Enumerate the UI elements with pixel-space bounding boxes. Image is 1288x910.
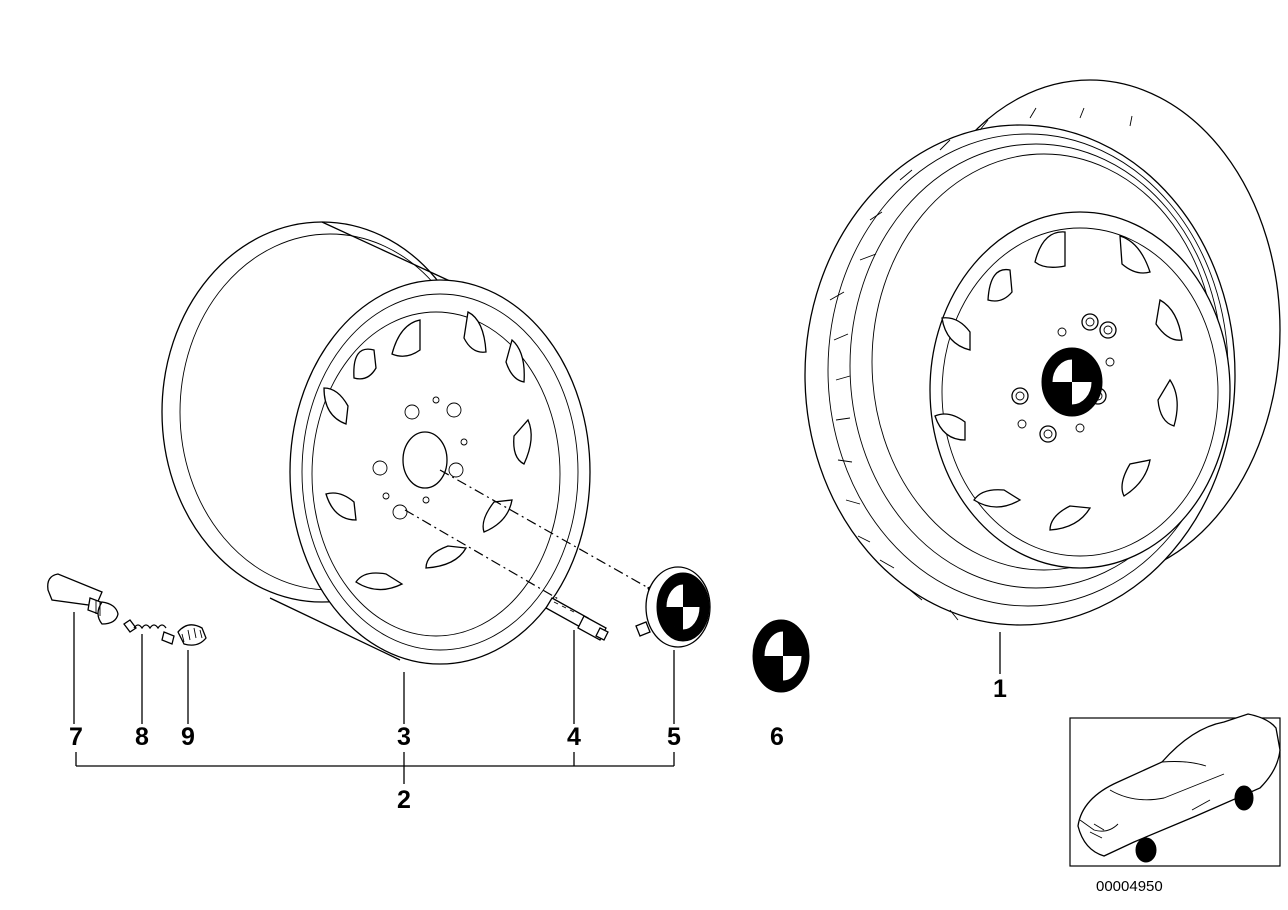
tire-valve xyxy=(47,573,119,625)
rim-hub xyxy=(372,396,468,520)
callout-2: 2 xyxy=(397,786,411,814)
rim-inner xyxy=(941,227,1219,557)
callout-6: 6 xyxy=(770,723,784,751)
callout-1: 1 xyxy=(993,675,1007,703)
callout-3: 3 xyxy=(397,723,411,751)
rim-spokes xyxy=(323,311,532,591)
callout-4: 4 xyxy=(567,723,581,751)
rim-spoke-openings xyxy=(934,231,1183,531)
valve-core xyxy=(123,619,175,645)
leader-lines xyxy=(73,612,1001,724)
valve-cap xyxy=(177,624,207,646)
wheel-bolt xyxy=(545,597,609,641)
complete-wheel-with-tire xyxy=(804,79,1281,626)
callout-7: 7 xyxy=(69,723,83,751)
vehicle-thumbnail xyxy=(1069,713,1281,867)
group-bracket xyxy=(75,752,675,784)
hub-roundel-icon xyxy=(1041,347,1103,417)
hub-cap xyxy=(635,566,711,648)
document-id: 00004950 xyxy=(1096,878,1163,895)
wheel-rim xyxy=(161,221,591,665)
callout-9: 9 xyxy=(181,723,195,751)
callout-5: 5 xyxy=(667,723,681,751)
assembly-line-bolt xyxy=(404,509,561,601)
callout-8: 8 xyxy=(135,723,149,751)
assembly-line-cap xyxy=(439,469,653,591)
emblem-roundel-icon xyxy=(752,619,810,693)
